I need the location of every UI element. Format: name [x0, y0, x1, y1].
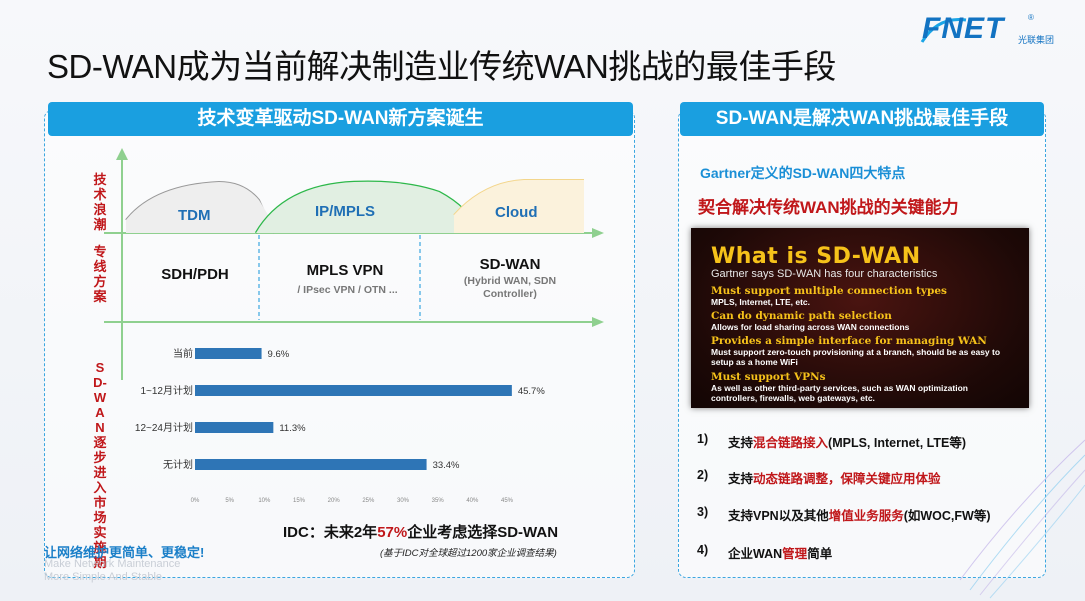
scheme-mpls-sub: / IPsec VPN / OTN ...: [297, 284, 398, 296]
cap-text: 简单: [807, 547, 833, 561]
fnet-logo: [918, 12, 1068, 50]
idc-suffix: 企业考虑选择SD-WAN: [407, 524, 559, 541]
logo-company-name: 光联集团: [1018, 35, 1055, 45]
x-tick-label: 15%: [293, 498, 306, 504]
bar-chart: 当前 9.6% 1~12月计划 45.7% 12~24月计划 11.3% 无计划 33.4% 0…: [135, 347, 545, 504]
cap-text: 支持VPN以及其他: [728, 509, 829, 523]
cap-number: 3): [697, 505, 709, 519]
idc-note: (基于IDC对全球超过1200家企业调查结果): [380, 548, 557, 559]
slogan-en-line2: More Simple And Stable: [44, 571, 163, 583]
cap-number: 2): [697, 468, 709, 482]
decorative-waves: [959, 439, 1085, 599]
wis-item-head: Can do dynamic path selection: [711, 310, 892, 322]
bar-category-label: 1~12月计划: [140, 384, 193, 397]
logo-swoosh-icon: [920, 17, 967, 43]
capability-item-1: 支持混合链路接入(MPLS, Internet, LTE等): [728, 432, 966, 451]
bar-value-label: 9.6%: [268, 349, 290, 360]
x-tick-label: 20%: [328, 498, 341, 504]
x-tick-label: 25%: [362, 498, 375, 504]
scheme-sdwan-sub: (Hybrid WAN, SDN Controller): [463, 275, 557, 300]
wis-item-head: Provides a simple interface for managing…: [711, 335, 987, 347]
x-tick-label: 10%: [258, 498, 271, 504]
logo-text: FNET: [922, 12, 1005, 45]
scheme-sdh: SDH/PDH: [161, 266, 229, 283]
wis-item-desc: Allows for load sharing across WAN conne…: [711, 322, 910, 332]
slogan-en-line1: Make Network Maintenance: [44, 558, 181, 570]
x-tick-label: 40%: [466, 498, 479, 504]
cap-text: 支持: [728, 436, 754, 450]
key-capability-subtitle: 契合解决传统WAN挑战的关键能力: [698, 198, 959, 217]
evolution-diagram: [104, 148, 604, 380]
scheme-mpls: MPLS VPN: [306, 262, 384, 279]
bar-value-label: 33.4%: [433, 460, 460, 471]
logo-reg: ®: [1028, 13, 1034, 22]
capability-item-2: 支持动态链路调整，保障关键应用体验: [728, 468, 941, 487]
wave-axis-label: 技术浪潮: [93, 172, 107, 232]
cap-text: (如WOC,FW等): [903, 509, 991, 523]
cap-highlight: 混合链路接入: [753, 436, 829, 450]
wis-title: What is SD-WAN: [711, 244, 921, 269]
cap-number: 4): [697, 543, 709, 557]
left-panel-header: 技术变革驱动SD-WAN新方案诞生: [48, 102, 633, 136]
slogan-cn: 让网络维护更简单、更稳定!: [44, 545, 205, 560]
wis-item-desc: MPLS, Internet, LTE, etc.: [711, 297, 811, 307]
cap-highlight: 管理: [782, 547, 808, 561]
scheme-axis-label: 专线方案: [93, 244, 107, 304]
wave-cloud: Cloud: [495, 204, 538, 221]
bar-category-label: 12~24月计划: [135, 421, 193, 434]
x-tick-label: 5%: [225, 498, 234, 504]
cap-text: 企业WAN: [728, 547, 783, 561]
gartner-subtitle: Gartner定义的SD-WAN四大特点: [700, 165, 906, 181]
cap-text: 支持: [728, 472, 754, 486]
scheme-sdwan: SD-WAN: [479, 256, 541, 273]
bar-category-label: 当前: [173, 347, 193, 360]
bar-category-label: 无计划: [163, 458, 193, 471]
bar-value-label: 45.7%: [518, 386, 545, 397]
wis-item-desc: As well as other third-party services, s…: [711, 383, 968, 403]
capability-item-3: 支持VPN以及其他增值业务服务(如WOC,FW等): [728, 505, 991, 524]
market-axis-label: SD-WAN逐步进入市场实施期: [93, 360, 107, 570]
capability-item-4: 企业WAN管理简单: [728, 543, 832, 562]
wis-subtitle: Gartner says SD-WAN has four characteris…: [711, 268, 938, 280]
cap-text: (MPLS, Internet, LTE等): [828, 436, 966, 450]
idc-percent: 57%: [377, 524, 408, 541]
idc-prefix: IDC：未来2年: [283, 524, 378, 541]
bar: [195, 422, 274, 433]
bar-value-label: 11.3%: [279, 423, 306, 434]
page-title: SD-WAN成为当前解决制造业传统WAN挑战的最佳手段: [47, 48, 836, 85]
x-tick-label: 35%: [432, 498, 445, 504]
cap-highlight: 增值业务服务: [828, 509, 904, 523]
x-tick-label: 45%: [501, 498, 514, 504]
x-tick-label: 0%: [191, 498, 200, 504]
wis-item-desc: Must support zero-touch provisioning at …: [711, 347, 1001, 367]
what-is-sdwan-image: What is SD-WAN Gartner says SD-WAN has f…: [691, 228, 1029, 408]
bar: [195, 385, 512, 396]
wave-tdm: TDM: [178, 207, 211, 224]
bar: [195, 459, 427, 470]
wis-item-head: Must support VPNs: [711, 371, 826, 383]
x-tick-label: 30%: [397, 498, 410, 504]
wis-item-head: Must support multiple connection types: [711, 285, 947, 297]
cap-highlight: 动态链路调整，保障关键应用体验: [753, 472, 941, 486]
bar: [195, 348, 262, 359]
idc-statement: IDC：未来2年57%企业考虑选择SD-WAN: [283, 521, 558, 542]
wave-ipmpls: IP/MPLS: [315, 203, 376, 220]
right-panel-header: SD-WAN是解决WAN挑战最佳手段: [680, 102, 1044, 136]
cap-number: 1): [697, 432, 709, 446]
